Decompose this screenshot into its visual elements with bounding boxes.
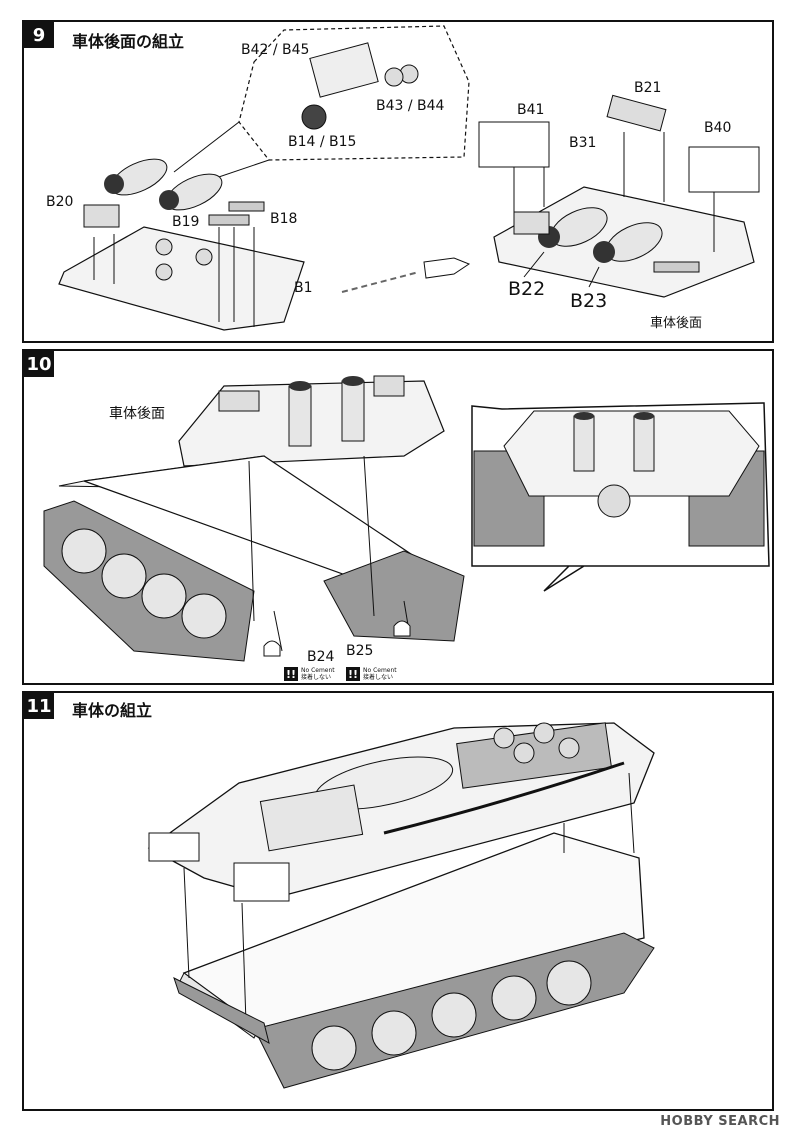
label-b22: B22 [508,278,546,300]
watermark: HOBBY SEARCH [660,1114,780,1129]
label-b25: B25 [346,643,374,659]
step-11-title: 車体の組立 [72,701,153,720]
label-b23: B23 [570,290,608,312]
label-b24: B24 [307,649,335,665]
warning-icon: !! [284,667,298,681]
label-rear-step10: 車体後面 [109,406,165,422]
step-9-number: 9 [24,22,54,48]
label-b18: B18 [270,211,298,227]
step-10-panel: 10 [22,349,774,685]
label-b19: B19 [172,214,200,230]
label-b41: B41 [517,102,545,118]
label-b31: B31 [569,135,597,151]
label-b40: B40 [704,120,732,136]
label-rear-caption: 車体後面 [650,316,703,331]
label-b20: B20 [46,194,74,210]
step-9-panel: 9 車体後面の組立 [22,20,774,343]
label-b14-b15: B14 / B15 [288,134,357,150]
step-9-title: 車体後面の組立 [72,32,185,51]
warning-icon: !! [346,667,360,681]
step-11-panel: 11 車体の組立 [22,691,774,1111]
label-b42-b45: B42 / B45 [241,42,310,58]
label-b21: B21 [634,80,662,96]
step-10-illustration [43,375,770,662]
no-cement-warning-1: !! No Cement 接着しない [284,667,335,681]
label-b1: B1 [294,280,313,296]
label-b43-b44: B43 / B44 [376,98,445,114]
step-9-illustration [58,25,760,331]
step-10-number: 10 [24,351,54,377]
no-cement-warning-2: !! No Cement 接着しない [346,667,397,681]
step-11-number: 11 [24,693,54,719]
step-11-illustration [147,722,655,1089]
